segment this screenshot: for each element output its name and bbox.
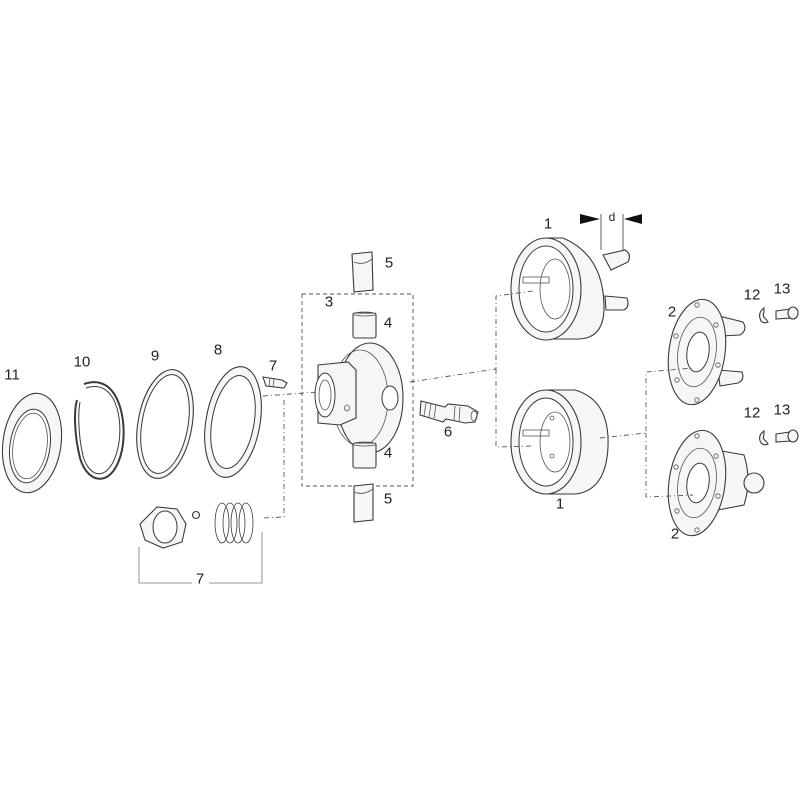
callout-11: 11: [4, 366, 20, 384]
callout-13-bottom: 13: [773, 401, 791, 419]
callout-6: 6: [443, 423, 453, 441]
part-4-bushing-bottom: [352, 441, 377, 469]
part-8-washer: [204, 366, 262, 478]
part-7-kit: [138, 502, 263, 584]
part-13-screw-top: [775, 306, 799, 320]
callout-2-bottom: 2: [670, 525, 680, 543]
callout-12-bottom: 12: [743, 404, 761, 422]
callout-10: 10: [73, 353, 91, 371]
part-7-grease-nipple: [262, 376, 288, 389]
part-2-flange-yoke-top: [667, 298, 746, 406]
assembly-lines: [261, 290, 694, 519]
part-1-housing: [510, 389, 609, 495]
part-12-clip-top: [758, 306, 769, 324]
callout-3: 3: [324, 293, 334, 311]
callout-2-top: 2: [667, 303, 677, 321]
callout-1-bottom: 1: [555, 495, 565, 513]
callout-4-top: 4: [383, 314, 393, 332]
part-10-circlip: [74, 381, 125, 480]
part-9-ring: [136, 369, 194, 479]
callout-4-bottom: 4: [383, 444, 393, 462]
dimension-d-label: d: [608, 210, 616, 224]
part-12-clip-bottom: [758, 429, 769, 446]
callout-1-top: 1: [543, 215, 553, 233]
callout-5-top: 5: [384, 254, 394, 272]
part-4-bushing-top: [352, 311, 377, 339]
callout-13-top: 13: [773, 280, 791, 298]
part-1-housing-yoke: [510, 237, 631, 341]
callout-8: 8: [213, 341, 223, 359]
callout-7-kit: 7: [195, 570, 205, 588]
callout-5-bottom: 5: [383, 490, 393, 508]
callout-12-top: 12: [743, 286, 761, 304]
callout-9: 9: [150, 347, 160, 365]
part-5-pin-bottom: [353, 483, 374, 523]
part-13-screw-bottom: [775, 429, 799, 443]
callout-7-nipple: 7: [268, 357, 278, 375]
part-2-flange-yoke-bottom: [667, 429, 765, 537]
part-11-seal-ring: [1, 392, 63, 494]
dimension-d: [580, 214, 642, 250]
part-3-cross-hub: [314, 342, 404, 454]
part-6-bolt: [419, 400, 479, 424]
part-5-pin-top: [351, 251, 374, 293]
